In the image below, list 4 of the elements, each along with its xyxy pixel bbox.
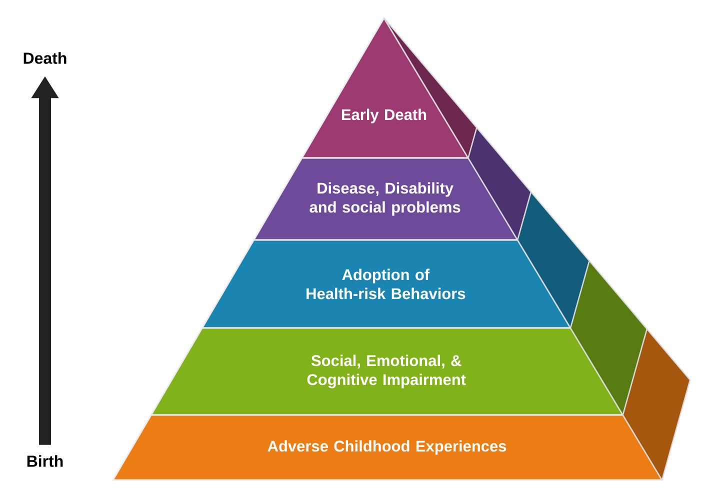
pyramid-band: Early Death [301, 17, 478, 159]
pyramid-band: Disease, Disability and social problems [253, 127, 532, 241]
axis-label: Death [24, 52, 66, 64]
axis-label: Birth [27, 455, 63, 467]
